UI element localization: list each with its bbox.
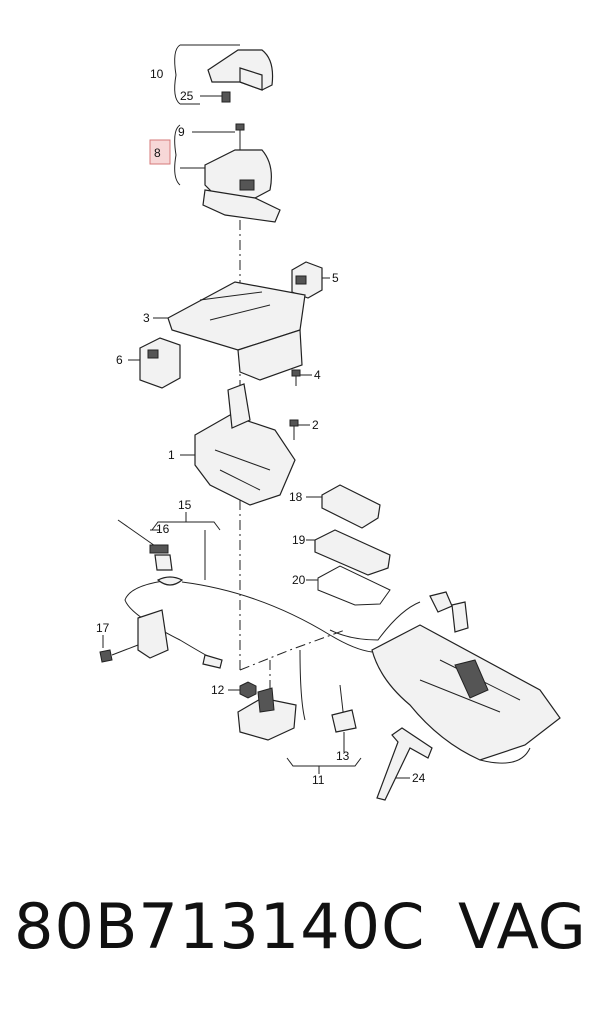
screw-part-4 (291, 369, 301, 386)
label-20: 20 (292, 573, 306, 587)
lever-part-24 (376, 727, 433, 801)
cable-tie-part-16 (117, 519, 173, 571)
connector-plug (429, 591, 469, 633)
gear-selector-housing-part-1 (194, 383, 296, 506)
cover-part-18 (321, 484, 381, 529)
selector-lever-part (202, 149, 281, 223)
highlight-box-8 (149, 139, 171, 165)
clip-part-25 (221, 91, 231, 103)
knob-cover-part (207, 49, 274, 91)
label-3: 3 (143, 311, 150, 325)
label-6: 6 (116, 353, 123, 367)
label-4: 4 (314, 368, 321, 382)
label-10: 10 (150, 67, 164, 81)
bolt-part-9 (235, 123, 245, 150)
brand-name: VAG (458, 890, 586, 963)
clamp-part-13 (331, 684, 357, 733)
label-5: 5 (332, 271, 339, 285)
cable-axis-line (239, 629, 346, 671)
cable-mount-part (237, 687, 297, 741)
cable-housing-part (371, 624, 561, 764)
bracket-group-11 (286, 757, 362, 767)
part-number: 80B713140C (14, 890, 426, 963)
label-13: 13 (336, 749, 350, 763)
exploded-parts-diagram: 10 25 9 8 5 3 6 4 2 1 18 15 16 19 20 17 … (96, 44, 561, 801)
label-16: 16 (156, 522, 170, 536)
label-15: 15 (178, 498, 192, 512)
switch-part-5 (291, 261, 323, 299)
label-12: 12 (211, 683, 225, 697)
label-17: 17 (96, 621, 110, 635)
bracket-group-8 (174, 124, 181, 186)
gasket-part-20 (317, 565, 391, 606)
label-24: 24 (412, 771, 426, 785)
label-2: 2 (312, 418, 319, 432)
bracket-part-17 (99, 609, 169, 663)
nut-part-12 (239, 681, 257, 699)
label-11: 11 (312, 773, 325, 787)
label-19: 19 (292, 533, 306, 547)
switch-part-6 (139, 337, 181, 389)
label-9: 9 (178, 125, 185, 139)
label-1: 1 (168, 448, 175, 462)
label-8: 8 (154, 146, 161, 160)
label-18: 18 (289, 490, 303, 504)
screw-part-2 (289, 419, 299, 440)
cover-plate-part-3 (167, 281, 306, 381)
bracket-group-10 (174, 44, 181, 105)
frame-part-19 (314, 529, 391, 576)
label-25: 25 (180, 89, 194, 103)
